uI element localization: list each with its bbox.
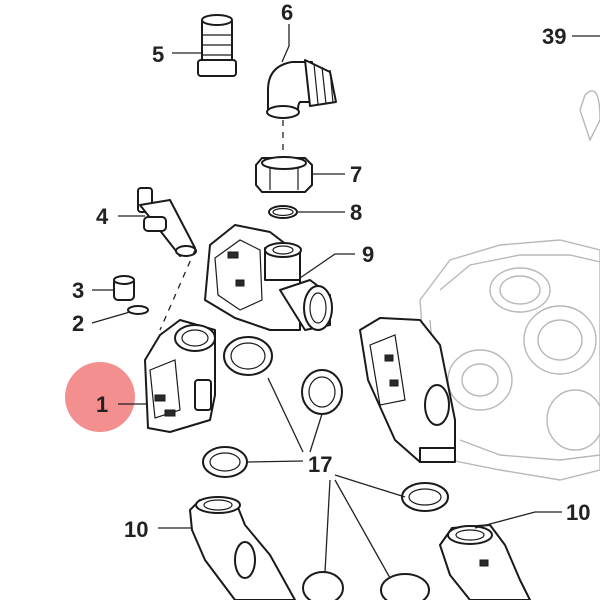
label-part-39: 39 xyxy=(542,24,566,49)
part-3-plug xyxy=(113,275,135,301)
part-8-o-ring xyxy=(268,205,298,219)
label-part-10-right: 10 xyxy=(566,500,590,525)
label-part-6: 6 xyxy=(281,0,293,25)
part-10-housing-bottom-left xyxy=(189,496,296,600)
part-labels: 5 6 39 7 8 4 9 3 2 1 17 10 10 xyxy=(72,0,590,542)
label-part-10-left: 10 xyxy=(124,517,148,542)
part-7-nut xyxy=(255,156,313,193)
part-10-housing-right xyxy=(359,317,456,463)
label-part-4: 4 xyxy=(96,204,109,229)
label-part-1: 1 xyxy=(96,392,108,417)
label-part-5: 5 xyxy=(152,42,164,67)
highlight-marker[interactable] xyxy=(65,362,135,432)
leader-lines xyxy=(91,24,600,579)
part-1-housing xyxy=(144,319,216,433)
label-part-8: 8 xyxy=(350,200,362,225)
part-2-small-o-ring xyxy=(127,305,149,315)
o-rings-17 xyxy=(202,336,449,600)
assembly-axis-1 xyxy=(159,249,196,331)
part-9-manifold xyxy=(204,224,333,331)
label-part-7: 7 xyxy=(350,162,362,187)
part-6-elbow xyxy=(266,59,337,119)
part-5-hose-fitting xyxy=(197,14,237,77)
label-part-17: 17 xyxy=(308,452,332,477)
label-part-9: 9 xyxy=(362,242,374,267)
part-4-valve xyxy=(137,187,197,257)
label-part-2: 2 xyxy=(72,311,84,336)
label-part-3: 3 xyxy=(72,278,84,303)
part-10-housing-bottom-right xyxy=(439,524,531,600)
